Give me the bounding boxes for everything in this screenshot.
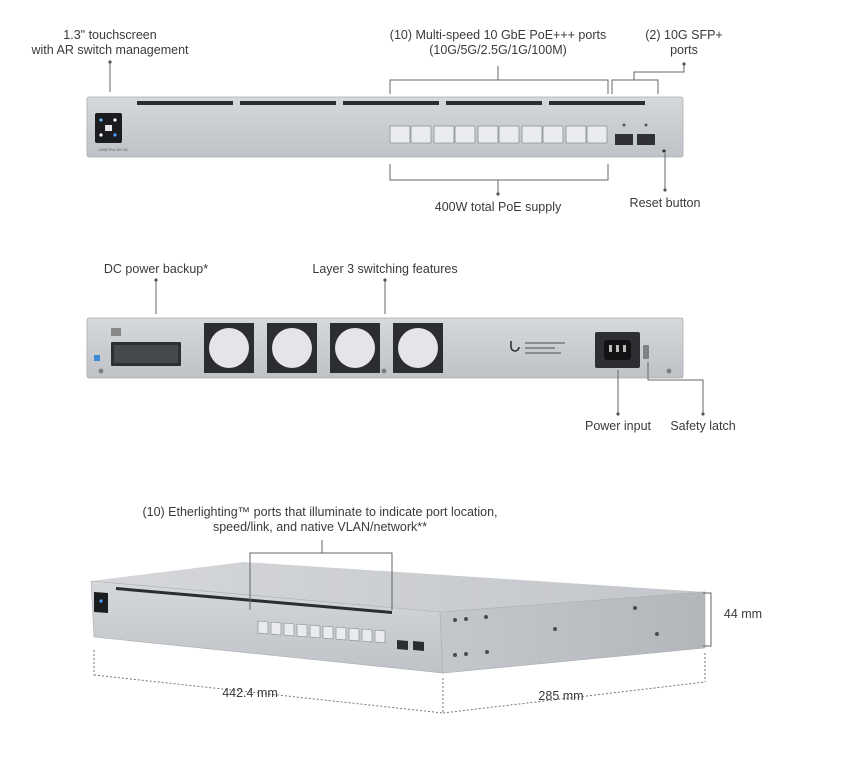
- cooling-fan: [204, 323, 254, 373]
- ports-label-line-1: (10) Multi-speed 10 GbE PoE+++ ports: [389, 28, 607, 42]
- sfp-label-line-2: ports: [670, 43, 698, 57]
- cooling-fan: [267, 323, 317, 373]
- reset-button-label: Reset button: [629, 196, 701, 210]
- multispeed-ports-label: (10) Multi-speed 10 GbE PoE+++ ports (10…: [372, 28, 624, 58]
- logo-icon: [510, 341, 520, 352]
- etherlighting-label-line-1: (10) Etherlighting™ ports that illuminat…: [142, 505, 498, 519]
- ports-label-line-2: (10G/5G/2.5G/1G/100M): [429, 43, 567, 57]
- power-input-label: Power input: [584, 419, 651, 433]
- dimension-lines: [93, 650, 706, 714]
- width-dimension-label: 442.4 mm: [222, 686, 278, 700]
- iso-rj45-port-group: [257, 620, 386, 644]
- safety-latch: [643, 345, 649, 359]
- vent-slot: [446, 101, 542, 105]
- touchscreen-label-line-2: with AR switch management: [31, 43, 189, 57]
- reset-button-dot: [662, 149, 666, 153]
- sfp-port-group: [615, 123, 655, 145]
- isometric-view: [90, 562, 706, 674]
- model-label: USW Pro XG 10: [98, 147, 128, 152]
- cooling-fan: [330, 323, 380, 373]
- poe-supply-label: 400W total PoE supply: [434, 200, 562, 214]
- cooling-fan: [393, 323, 443, 373]
- touchscreen-label-line-1: 1.3" touchscreen: [63, 28, 157, 42]
- iso-leader-lines: [249, 540, 712, 647]
- vent-slot: [240, 101, 336, 105]
- front-panel-view: [86, 96, 684, 158]
- layer3-label: Layer 3 switching features: [312, 262, 458, 276]
- etherlighting-label: (10) Etherlighting™ ports that illuminat…: [120, 505, 520, 535]
- safety-latch-label: Safety latch: [670, 419, 736, 433]
- rear-leader-lines: [155, 280, 704, 414]
- rj45-port-group: [389, 125, 608, 144]
- front-leader-lines: [109, 62, 685, 194]
- depth-dimension-label: 285 mm: [538, 689, 584, 703]
- touchscreen-label: 1.3" touchscreen with AR switch manageme…: [20, 28, 200, 58]
- sfp-label-line-1: (2) 10G SFP+: [645, 28, 723, 42]
- sfp-ports-label: (2) 10G SFP+ ports: [628, 28, 740, 58]
- vent-slot: [549, 101, 645, 105]
- vent-slot: [343, 101, 439, 105]
- rear-panel-view: [86, 317, 684, 379]
- etherlighting-label-line-2: speed/link, and native VLAN/network**: [212, 520, 427, 534]
- height-dimension-label: 44 mm: [723, 607, 763, 621]
- vent-slot: [137, 101, 233, 105]
- dc-power-backup-label: DC power backup*: [103, 262, 209, 276]
